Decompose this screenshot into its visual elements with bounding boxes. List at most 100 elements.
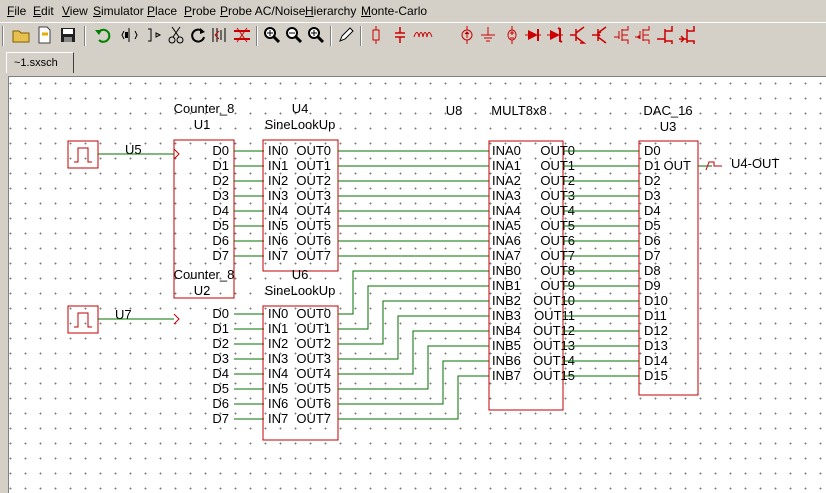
pin-label: IN7 [268,248,288,263]
menu-file[interactable]: File [7,4,27,18]
pin-label: INB3 [492,308,521,323]
pin-label: D6 [644,233,661,248]
pjfet-button[interactable] [677,25,697,45]
pin-label: D10 [644,293,668,308]
delete-wires-button[interactable] [232,25,252,45]
npn-icon [570,26,587,44]
pin-label: OUT7 [540,248,575,263]
pin-label: IN3 [268,351,288,366]
pin-label: D2 [212,173,229,188]
new-file-button[interactable] [34,25,54,45]
new-file-icon [38,26,51,44]
menu-monte-carlo[interactable]: Monte-Carlo [361,4,428,18]
pin-label: IN4 [268,203,288,218]
pin-label: IN0 [268,143,288,158]
zoom-out-icon [286,27,303,44]
pin-label: OUT13 [533,338,575,353]
resistor-button[interactable] [366,25,386,45]
lookup-type: SineLookUp [265,283,336,298]
zener-button[interactable] [545,25,565,45]
rotate-button[interactable] [188,25,208,45]
multiplier-type: MULT8x8 [491,103,546,118]
counter-type: Counter_8 [174,101,235,116]
npn-button[interactable] [568,25,588,45]
pin-label: INA4 [492,203,521,218]
wires-u6-to-mult[interactable] [338,270,489,420]
lookup-u4[interactable]: U4SineLookUpIN0IN1IN2IN3IN4IN5IN6IN7OUT0… [262,101,339,272]
save-button[interactable] [58,25,78,45]
pin-label: D4 [644,203,661,218]
mirror-button[interactable] [210,25,230,45]
pmos-button[interactable] [633,25,653,45]
schematic-canvas[interactable] [8,76,826,493]
pin-label: OUT7 [296,248,331,263]
open-folder-button[interactable] [11,25,31,45]
pin-label: OUT3 [296,188,331,203]
njfet-icon [657,26,673,44]
tab-label: ~1.sxsch [14,57,58,69]
output-probe[interactable]: U4-OUT [698,156,779,171]
pin-label: INA0 [492,143,521,158]
clock-input [173,313,180,325]
zoom-full-icon [264,27,281,44]
capacitor-button[interactable] [390,25,410,45]
pnp-button[interactable] [590,25,610,45]
pencil-button[interactable] [336,25,356,45]
pin-label: D11 [644,308,667,323]
pin-label: OUT0 [540,143,575,158]
menu-edit[interactable]: Edit [33,4,54,18]
voltage-source-button[interactable] [502,25,522,45]
menu-probe[interactable]: Probe [184,4,217,18]
lookup-ref: U4 [292,101,309,116]
pin-label: IN7 [268,411,288,426]
pin-label: OUT3 [540,188,575,203]
source-symbol [67,305,99,334]
wires-u4-to-mult[interactable] [338,150,489,257]
flip-vertical-button[interactable] [144,25,164,45]
source-u7[interactable]: U7 [67,305,180,334]
ground-button[interactable] [478,25,498,45]
pin-label: INB0 [492,263,521,278]
menu-hierarchy[interactable]: Hierarchy [305,4,357,18]
wire [338,315,489,360]
multiplier-body [488,140,564,411]
pin-label: OUT0 [296,306,331,321]
wires-mult-to-dac[interactable] [563,150,639,377]
zoom-full-button[interactable] [262,25,282,45]
menu-view[interactable]: View [62,4,88,18]
pin-label: D8 [644,263,661,278]
menu-probe-ac-noise[interactable]: Probe AC/Noise [220,4,306,18]
lookup-type: SineLookUp [265,117,336,132]
tab-schematic[interactable]: ~1.sxsch [6,52,74,73]
pin-label: OUT2 [540,173,575,188]
undo-button[interactable] [93,25,113,45]
cut-button[interactable] [166,25,186,45]
inductor-button[interactable] [413,25,433,45]
pin-label: D1 [212,321,229,336]
zoom-in-button[interactable] [306,25,326,45]
save-icon [61,28,75,42]
source-u5[interactable]: U5 [67,140,180,169]
pin-label: D0 [212,306,229,321]
nmos-icon [614,26,629,44]
lookup-u6[interactable]: U6SineLookUpIN0IN1IN2IN3IN4IN5IN6IN7OUT0… [262,267,339,441]
pulse-waveform [74,147,92,163]
current-source-button[interactable] [457,25,477,45]
pin-label: D14 [644,353,668,368]
cut-icon [168,26,184,44]
nmos-button[interactable] [612,25,632,45]
menu-place[interactable]: Place [147,4,178,18]
menu-simulator[interactable]: Simulator [93,4,144,18]
dac-u3[interactable]: DAC_16U3D0D1D2D3D4D5D6D7D8D9D10D11D12D13… [638,103,699,396]
njfet-button[interactable] [655,25,675,45]
zoom-out-button[interactable] [284,25,304,45]
pin-label: OUT1 [540,158,575,173]
flip-horizontal-button[interactable] [120,25,140,45]
diode-button[interactable] [523,25,543,45]
current-source-icon [461,26,473,44]
pin-label: D3 [212,188,229,203]
zoom-in-icon [308,27,325,44]
